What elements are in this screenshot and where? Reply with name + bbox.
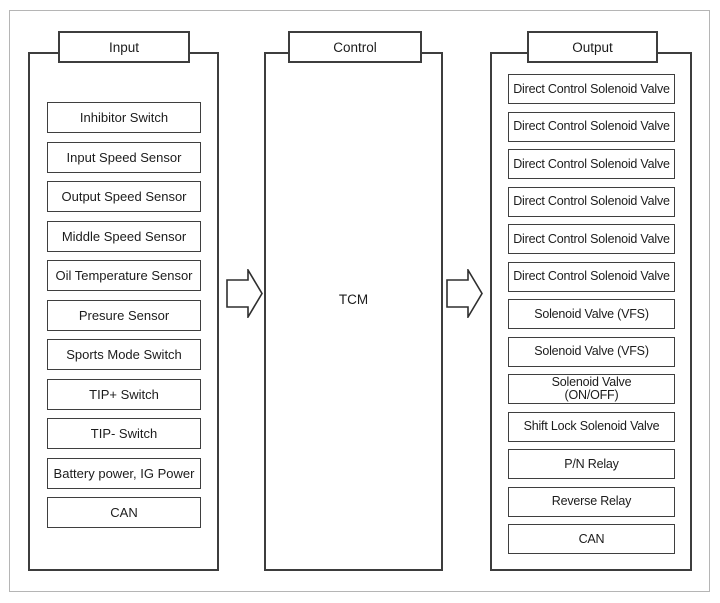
output-item-box: Solenoid Valve (VFS) xyxy=(508,336,675,367)
output-item-box: Direct Control Solenoid Valve xyxy=(508,111,675,142)
input-item-box: TIP- Switch xyxy=(47,418,201,449)
input-item-box: Sports Mode Switch xyxy=(47,339,201,370)
output-item-box: Direct Control Solenoid Valve xyxy=(508,224,675,254)
output-item-box: Solenoid Valve (VFS) xyxy=(508,299,675,329)
output-item-box: Solenoid Valve (ON/OFF) xyxy=(508,374,675,404)
input-item-box: Presure Sensor xyxy=(47,299,201,331)
input-item-box: Oil Temperature Sensor xyxy=(47,260,201,291)
output-item-box: Direct Control Solenoid Valve xyxy=(508,74,675,104)
control-column-box xyxy=(264,52,443,571)
output-item-box: Direct Control Solenoid Valve xyxy=(508,261,675,292)
input-item-box: Inhibitor Switch xyxy=(47,102,201,133)
input-item-box: TIP+ Switch xyxy=(47,378,201,410)
right-arrow-icon xyxy=(226,269,263,318)
output-item-box: Shift Lock Solenoid Valve xyxy=(508,411,675,442)
page-frame xyxy=(9,10,710,592)
input-item-box: CAN xyxy=(47,497,201,528)
output-item-box: P/N Relay xyxy=(508,449,675,479)
input-header: Input xyxy=(58,31,190,63)
input-item-box: Middle Speed Sensor xyxy=(47,220,201,252)
input-item-box: Input Speed Sensor xyxy=(47,141,201,173)
output-item-box: Direct Control Solenoid Valve xyxy=(508,149,675,179)
output-item-box: Direct Control Solenoid Valve xyxy=(508,186,675,217)
input-item-box: Output Speed Sensor xyxy=(47,181,201,212)
tcm-label: TCM xyxy=(338,292,369,307)
output-item-box: CAN xyxy=(508,524,675,554)
output-item-box: Reverse Relay xyxy=(508,486,675,517)
control-header: Control xyxy=(288,31,422,63)
input-item-box: Battery power, IG Power xyxy=(47,457,201,489)
right-arrow-icon xyxy=(446,269,483,318)
output-header: Output xyxy=(527,31,658,63)
